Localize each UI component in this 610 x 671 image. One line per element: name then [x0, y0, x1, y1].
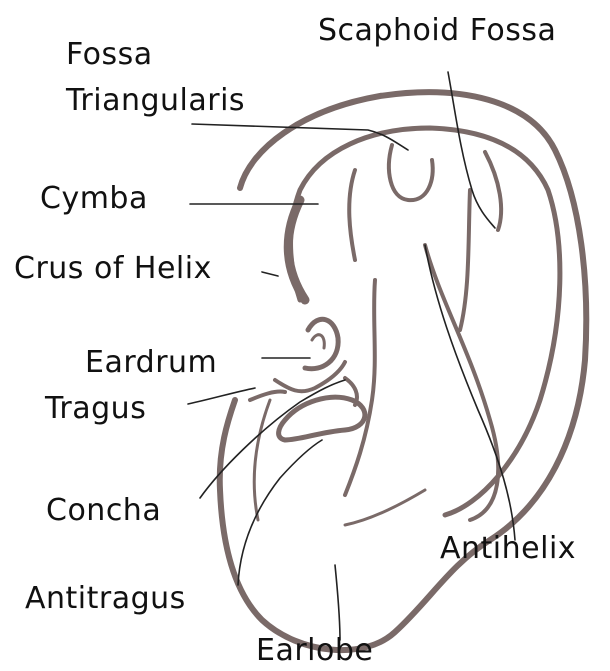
label-earlobe: Earlobe — [256, 634, 373, 668]
antihelix-crus-upper — [460, 190, 470, 330]
label-concha: Concha — [46, 494, 161, 528]
leader-tragus — [188, 388, 255, 404]
ear-canal-inner — [312, 335, 324, 348]
concha-lower — [345, 490, 425, 525]
ear-canal-opening — [305, 319, 338, 368]
antitragus-shape — [279, 397, 365, 440]
leader-crus-of-helix — [262, 272, 278, 276]
helix-front-edge — [288, 200, 305, 300]
concha-curve — [345, 280, 375, 495]
label-cymba: Cymba — [40, 182, 148, 216]
lobe-inner-line — [254, 400, 270, 520]
label-antitragus: Antitragus — [25, 582, 186, 616]
label-crus-of-helix: Crus of Helix — [14, 252, 212, 286]
leader-earlobe — [335, 565, 340, 640]
label-scaphoid-fossa: Scaphoid Fossa — [318, 14, 556, 48]
tragus-fold — [250, 392, 285, 400]
label-eardrum: Eardrum — [85, 346, 217, 380]
antihelix-body — [425, 245, 498, 520]
antihelix-crus-lower — [349, 170, 355, 260]
label-antihelix: Antihelix — [440, 532, 576, 566]
label-tragus: Tragus — [45, 392, 146, 426]
helix-outer-rim — [220, 92, 587, 650]
label-triangularis: Triangularis — [66, 84, 245, 118]
leader-antitragus — [238, 440, 322, 585]
triangular-fossa-shape — [389, 145, 433, 200]
label-fossa: Fossa — [66, 38, 153, 72]
